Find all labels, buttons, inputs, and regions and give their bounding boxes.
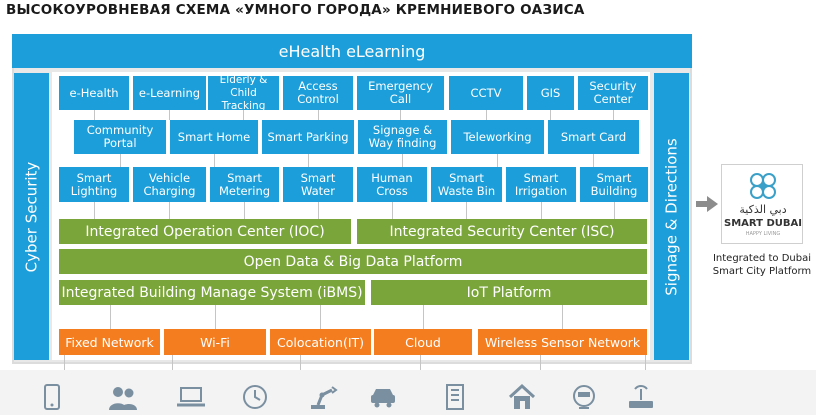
connector-line [215,305,216,329]
connector-line [497,154,498,167]
connector-line [243,110,244,120]
service-elderly-child-tracking: Elderly & Child Tracking [208,74,279,112]
cyber-security-label: Cyber Security [22,161,41,272]
phone-icon [35,380,69,414]
smart-dubai-name: SMART DUBAI [724,218,802,229]
building-icon [438,380,472,414]
connector-line [614,202,615,219]
connector-line [110,305,111,329]
arrow-right-icon [696,196,718,212]
connector-line [550,110,551,120]
connector-line [318,110,319,120]
fixed-network-box: Fixed Network [59,329,160,355]
smart-dubai-arabic: دبي الذكية [739,203,787,216]
connector-line [94,110,95,120]
service-emergency-call: Emergency Call [357,76,444,110]
wifi-box: Wi-Fi [164,329,266,355]
connector-line [300,355,301,370]
connector-line [400,110,401,120]
people-icon [106,380,140,414]
connector-line [172,355,173,370]
car-icon [366,380,400,414]
service-e-learning: e-Learning [133,76,206,110]
connector-line [214,154,215,167]
service-smart-irrigation: Smart Irrigation [506,167,576,202]
isc-bar: Integrated Security Center (ISC) [357,219,647,244]
connector-line [318,202,319,219]
service-smart-metering: Smart Metering [210,167,279,202]
smart-dubai-logo: دبي الذكية SMART DUBAI HAPPY LIVING [721,164,803,244]
connector-line [645,355,646,370]
clock-icon [238,380,272,414]
cloud-box: Cloud [374,329,472,355]
service-e-health: e-Health [59,76,129,110]
connector-line [308,154,309,167]
service-vehicle-charging: Vehicle Charging [133,167,206,202]
house-icon [505,380,539,414]
electric-meter-icon [567,380,601,414]
top-bar-ehealth-elearning: eHealth eLearning [12,34,692,68]
connector-line [541,202,542,219]
service-smart-water: Smart Water [283,167,353,202]
connector-line [423,305,424,329]
service-smart-building: Smart Building [580,167,648,202]
connector-line [169,110,170,120]
connector-line [486,110,487,120]
signage-directions-label: Signage & Directions [662,137,681,296]
connector-line [244,202,245,219]
service-gis: GIS [527,76,574,110]
ibms-bar: Integrated Building Manage System (iBMS) [59,280,365,305]
iot-platform-bar: IoT Platform [371,280,647,305]
connector-line [320,305,321,329]
connector-line [392,202,393,219]
service-smart-parking: Smart Parking [262,120,354,154]
service-cctv: CCTV [449,76,523,110]
open-data-bar: Open Data & Big Data Platform [59,249,647,274]
connector-line [613,110,614,120]
service-smart-card: Smart Card [548,120,639,154]
service-smart-waste-bin: Smart Waste Bin [431,167,502,202]
service-human-cross: Human Cross [357,167,427,202]
services-area [52,72,650,360]
connector-line [466,202,467,219]
connector-line [120,154,121,167]
router-icon [624,380,658,414]
connector-line [593,154,594,167]
cyber-security-bar: Cyber Security [14,73,49,360]
service-signage-wayfinding: Signage & Way finding [358,120,447,154]
service-smart-home: Smart Home [170,120,258,154]
service-community-portal: Community Portal [74,120,166,154]
page-title: ВЫСОКОУРОВНЕВАЯ СХЕМА «УМНОГО ГОРОДА» КР… [6,2,585,18]
integrated-note: Integrated to Dubai Smart City Platform [712,253,812,277]
connector-line [562,305,563,329]
signage-directions-bar: Signage & Directions [654,73,689,360]
connector-line [169,202,170,219]
smart-dubai-emblem-icon [750,173,776,199]
laptop-icon [174,380,208,414]
connector-line [94,202,95,219]
connector-line [402,154,403,167]
service-teleworking: Teleworking [451,120,544,154]
wireless-sensor-network-box: Wireless Sensor Network [478,329,647,355]
smart-dubai-tagline: HAPPY LIVING [745,231,781,237]
service-smart-lighting: Smart Lighting [59,167,129,202]
colocation-box: Colocation(IT) [270,329,371,355]
connector-line [64,355,65,370]
connector-line [420,355,421,370]
robot-arm-icon [306,380,340,414]
connector-line [540,355,541,370]
service-security-center: Security Center [578,76,648,110]
ioc-bar: Integrated Operation Center (IOC) [59,219,351,244]
service-access-control: Access Control [283,76,353,110]
